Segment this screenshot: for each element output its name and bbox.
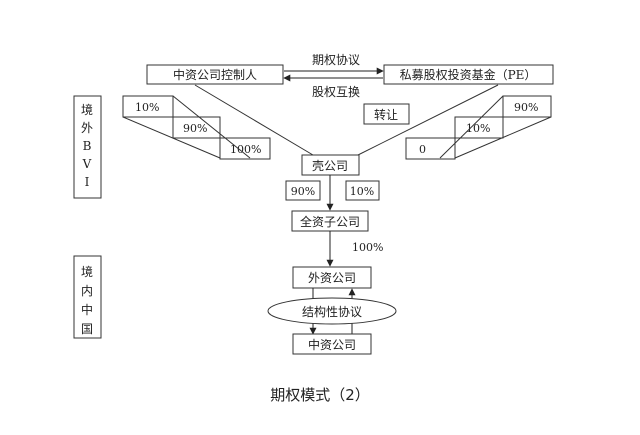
pe-diag-1 [454,116,552,159]
ctrl-to-shell [194,84,314,156]
svg-text:外: 外 [81,121,93,135]
wfoe-pct-label: 100% [352,241,383,254]
ctrl-pct-label-1: 10% [135,101,159,114]
pe-fund-label: 私募股权投资基金（PE） [400,67,537,82]
controller-label: 中资公司控制人 [173,67,257,82]
foreign-co-box [292,266,372,289]
svg-text:B: B [83,139,92,153]
pe-diag-2 [439,95,504,159]
transfer-label: 转让 [374,107,398,122]
svg-text:国: 国 [81,322,93,336]
vie-agreement-ellipse [267,297,397,325]
svg-text:V: V [82,157,92,171]
pe-pct-box-1 [502,95,552,118]
offshore-region-box [73,95,102,199]
foreign-co-label: 外资公司 [308,271,356,285]
pe-pct-label-3: 0 [419,143,426,156]
pe-pct-label-1: 90% [514,101,538,114]
pe-pct-box-2 [454,116,504,139]
ctrl-diag-2 [172,95,251,159]
shell-pct-label-left: 90% [291,185,315,198]
figure-caption: 期权模式（2） [270,386,370,404]
shell-pct-box-left [285,180,321,201]
svg-text:中: 中 [81,302,93,317]
equity-swap-label: 股权互换 [312,85,360,99]
offshore-region-label: 境 外 B V I [81,102,93,189]
wfoe-label: 全资子公司 [300,214,360,229]
domestic-co-box [292,333,372,355]
shell-label: 壳公司 [312,159,348,173]
shell-pct-label-right: 10% [350,185,374,198]
domestic-co-label: 中资公司 [308,337,356,352]
svg-text:境: 境 [81,102,93,117]
ctrl-pct-box-3 [219,137,271,160]
svg-text:境: 境 [81,264,93,279]
transfer-box [363,103,410,125]
ctrl-pct-box-1 [122,95,174,118]
onshore-region-label: 境 内 中 国 [81,264,93,336]
onshore-region-box [73,255,102,339]
option-agreement-label: 期权协议 [312,52,360,67]
controller-box [146,64,284,85]
ctrl-diag-1 [122,116,221,159]
pe-pct-label-2: 10% [466,122,490,135]
ctrl-pct-label-3: 100% [230,143,261,156]
pe-fund-box [383,64,554,85]
svg-text:I: I [85,175,90,189]
svg-text:内: 内 [81,284,93,298]
pe-to-shell [357,84,499,156]
ctrl-pct-label-2: 90% [183,122,207,135]
vie-agreement-label: 结构性协议 [302,304,362,319]
pe-pct-box-3 [405,137,456,160]
shell-pct-box-right [345,180,380,201]
ctrl-pct-box-2 [172,116,221,139]
